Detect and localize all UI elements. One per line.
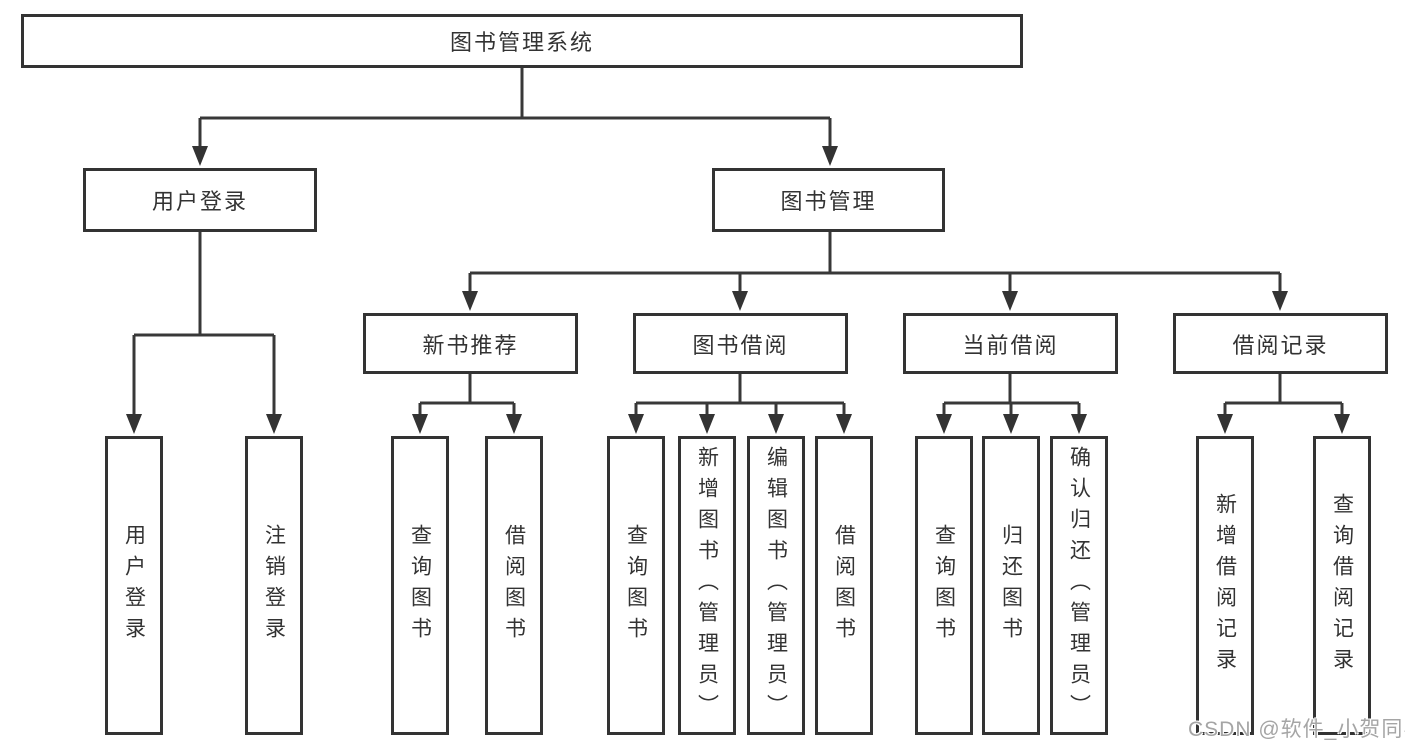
leaf-logout-label: 注销登录 [262, 523, 286, 648]
leaf-logout: 注销登录 [245, 436, 303, 735]
node-book-borrowing: 图书借阅 [633, 313, 848, 374]
node-root: 图书管理系统 [21, 14, 1023, 68]
leaf-current-query-books-label: 查询图书 [932, 523, 956, 648]
node-current-borrowing: 当前借阅 [903, 313, 1118, 374]
leaf-borrowing-edit-books-admin: 编辑图书（管理员） [747, 436, 805, 735]
leaf-recommend-query-books-label: 查询图书 [408, 523, 432, 648]
watermark: CSDN @软件_小贺同学 [1188, 718, 1405, 741]
leaf-current-confirm-return-admin-label: 确认归还（管理员） [1067, 446, 1091, 725]
leaf-current-return-books-label: 归还图书 [999, 523, 1023, 648]
leaf-current-query-books: 查询图书 [915, 436, 973, 735]
node-borrowing-records: 借阅记录 [1173, 313, 1388, 374]
leaf-recommend-query-books: 查询图书 [391, 436, 449, 735]
leaf-borrowing-query-books-label: 查询图书 [624, 523, 648, 648]
node-book-management: 图书管理 [712, 168, 945, 232]
leaf-borrowing-query-books: 查询图书 [607, 436, 665, 735]
leaf-borrowing-borrow-books: 借阅图书 [815, 436, 873, 735]
leaf-user-login: 用户登录 [105, 436, 163, 735]
node-new-book-recommendation: 新书推荐 [363, 313, 578, 374]
leaf-records-query-record-label: 查询借阅记录 [1330, 492, 1354, 679]
leaf-borrowing-edit-books-admin-label: 编辑图书（管理员） [764, 446, 788, 725]
leaf-records-query-record: 查询借阅记录 [1313, 436, 1371, 735]
leaf-borrowing-add-books-admin: 新增图书（管理员） [678, 436, 736, 735]
leaf-records-add-record: 新增借阅记录 [1196, 436, 1254, 735]
node-user-login: 用户登录 [83, 168, 317, 232]
leaf-current-return-books: 归还图书 [982, 436, 1040, 735]
leaf-records-add-record-label: 新增借阅记录 [1213, 492, 1237, 679]
leaf-borrowing-add-books-admin-label: 新增图书（管理员） [695, 446, 719, 725]
leaf-current-confirm-return-admin: 确认归还（管理员） [1050, 436, 1108, 735]
leaf-recommend-borrow-books-label: 借阅图书 [502, 523, 526, 648]
leaf-recommend-borrow-books: 借阅图书 [485, 436, 543, 735]
leaf-user-login-label: 用户登录 [122, 523, 146, 648]
leaf-borrowing-borrow-books-label: 借阅图书 [832, 523, 856, 648]
